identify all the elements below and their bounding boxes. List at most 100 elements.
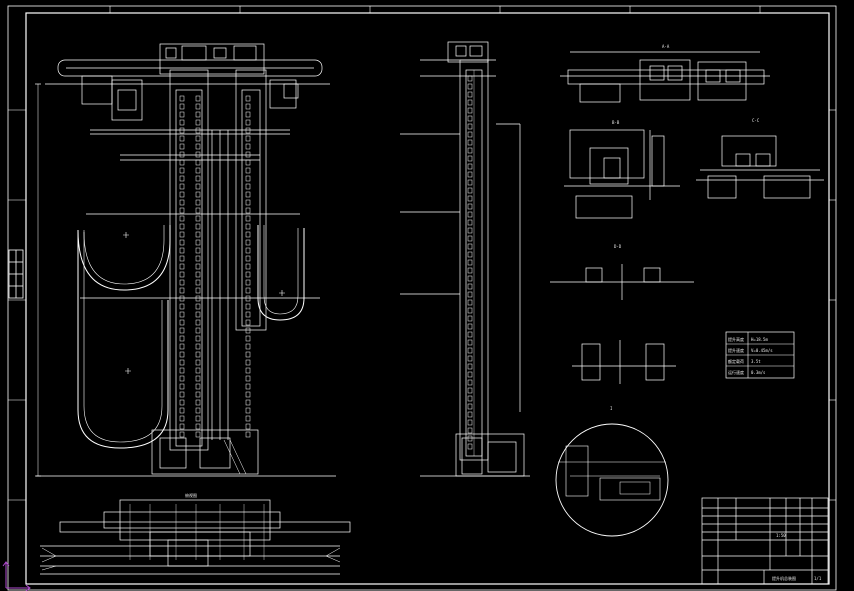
side-chain-link bbox=[467, 331, 473, 338]
chain-link bbox=[245, 319, 251, 326]
chain-link bbox=[195, 327, 201, 334]
chain-link bbox=[245, 167, 251, 174]
chain-link bbox=[245, 359, 251, 366]
chain-link bbox=[245, 303, 251, 310]
chain-link bbox=[195, 351, 201, 358]
chain-link bbox=[195, 271, 201, 278]
chain-link bbox=[179, 287, 185, 294]
chain-link bbox=[179, 207, 185, 214]
chain-link bbox=[179, 423, 185, 430]
chain-link bbox=[195, 279, 201, 286]
side-chain-link bbox=[467, 219, 473, 226]
chain-link bbox=[195, 263, 201, 270]
chain-link bbox=[195, 215, 201, 222]
chain-link bbox=[195, 223, 201, 230]
chain-link bbox=[179, 135, 185, 142]
chain-link bbox=[245, 151, 251, 158]
chain-link bbox=[179, 119, 185, 126]
chain-link bbox=[179, 159, 185, 166]
chain-link bbox=[195, 207, 201, 214]
side-elevation-view bbox=[400, 41, 530, 477]
chain-link bbox=[245, 423, 251, 430]
chain-link bbox=[179, 391, 185, 398]
chain-link bbox=[179, 151, 185, 158]
chain-link bbox=[195, 287, 201, 294]
side-chain-link bbox=[467, 179, 473, 186]
chain-link bbox=[195, 135, 201, 142]
chain-link bbox=[179, 327, 185, 334]
chain-link bbox=[245, 119, 251, 126]
chain-link bbox=[245, 231, 251, 238]
side-chain-link bbox=[467, 155, 473, 162]
title-block bbox=[701, 497, 829, 585]
chain-link bbox=[179, 351, 185, 358]
chain-link bbox=[179, 183, 185, 190]
chain-link bbox=[245, 287, 251, 294]
title-block-scale: 1:50 bbox=[776, 533, 786, 538]
title-block-sheet: 1/1 bbox=[814, 576, 822, 581]
chain-link bbox=[195, 231, 201, 238]
chain-link bbox=[179, 167, 185, 174]
chain-link bbox=[195, 335, 201, 342]
spec-row-4-value: 0.3m/s bbox=[751, 370, 766, 375]
chain-link bbox=[245, 255, 251, 262]
chain-link bbox=[179, 415, 185, 422]
chain-link bbox=[179, 255, 185, 262]
chain-link bbox=[195, 103, 201, 110]
chain-link bbox=[179, 399, 185, 406]
side-chain-link bbox=[467, 211, 473, 218]
chain-link bbox=[195, 167, 201, 174]
sheet-border bbox=[7, 5, 837, 591]
chain-link bbox=[195, 423, 201, 430]
chain-link bbox=[245, 239, 251, 246]
chain-link bbox=[195, 407, 201, 414]
side-chain-link bbox=[467, 203, 473, 210]
chain-link bbox=[245, 183, 251, 190]
side-chain-link bbox=[467, 187, 473, 194]
chain-link bbox=[195, 367, 201, 374]
side-chain-link bbox=[467, 163, 473, 170]
side-chain-link bbox=[467, 99, 473, 106]
side-chain-link bbox=[467, 123, 473, 130]
side-chain-link bbox=[467, 115, 473, 122]
bottom-plan-view bbox=[40, 499, 351, 575]
side-chain-link bbox=[467, 91, 473, 98]
chain-link bbox=[245, 127, 251, 134]
spec-row-3-key: 额定载荷 bbox=[728, 358, 744, 364]
chain-link bbox=[195, 311, 201, 318]
chain-link bbox=[179, 343, 185, 350]
section-dd-label: D-D bbox=[614, 244, 622, 249]
side-chain-link bbox=[467, 259, 473, 266]
chain-link bbox=[179, 295, 185, 302]
chain-link bbox=[195, 95, 201, 102]
chain-link bbox=[245, 95, 251, 102]
chain-link bbox=[245, 215, 251, 222]
chain-link bbox=[245, 431, 251, 438]
chain-link bbox=[195, 199, 201, 206]
section-bb-label: B-B bbox=[612, 120, 620, 125]
section-aa-label: A-A bbox=[662, 44, 670, 49]
chain-link bbox=[245, 407, 251, 414]
chain-link bbox=[179, 103, 185, 110]
side-chain-link bbox=[467, 275, 473, 282]
side-chain-link bbox=[467, 147, 473, 154]
ucs-axis-icon bbox=[2, 561, 31, 591]
section-dd-view bbox=[550, 264, 694, 300]
chain-link bbox=[245, 351, 251, 358]
side-chain-link bbox=[467, 171, 473, 178]
detail-1-label: I bbox=[610, 406, 613, 411]
chain-link bbox=[179, 335, 185, 342]
side-chain-link bbox=[467, 235, 473, 242]
chain-link bbox=[245, 271, 251, 278]
side-chain-link bbox=[467, 291, 473, 298]
chain-link bbox=[245, 375, 251, 382]
chain-link bbox=[195, 415, 201, 422]
chain-link bbox=[179, 247, 185, 254]
spec-row-2-value: V=0.45m/s bbox=[751, 348, 773, 353]
chain-link bbox=[195, 359, 201, 366]
chain-link bbox=[195, 159, 201, 166]
chain-link bbox=[179, 383, 185, 390]
side-chain-link bbox=[467, 75, 473, 82]
side-chain-link bbox=[467, 371, 473, 378]
